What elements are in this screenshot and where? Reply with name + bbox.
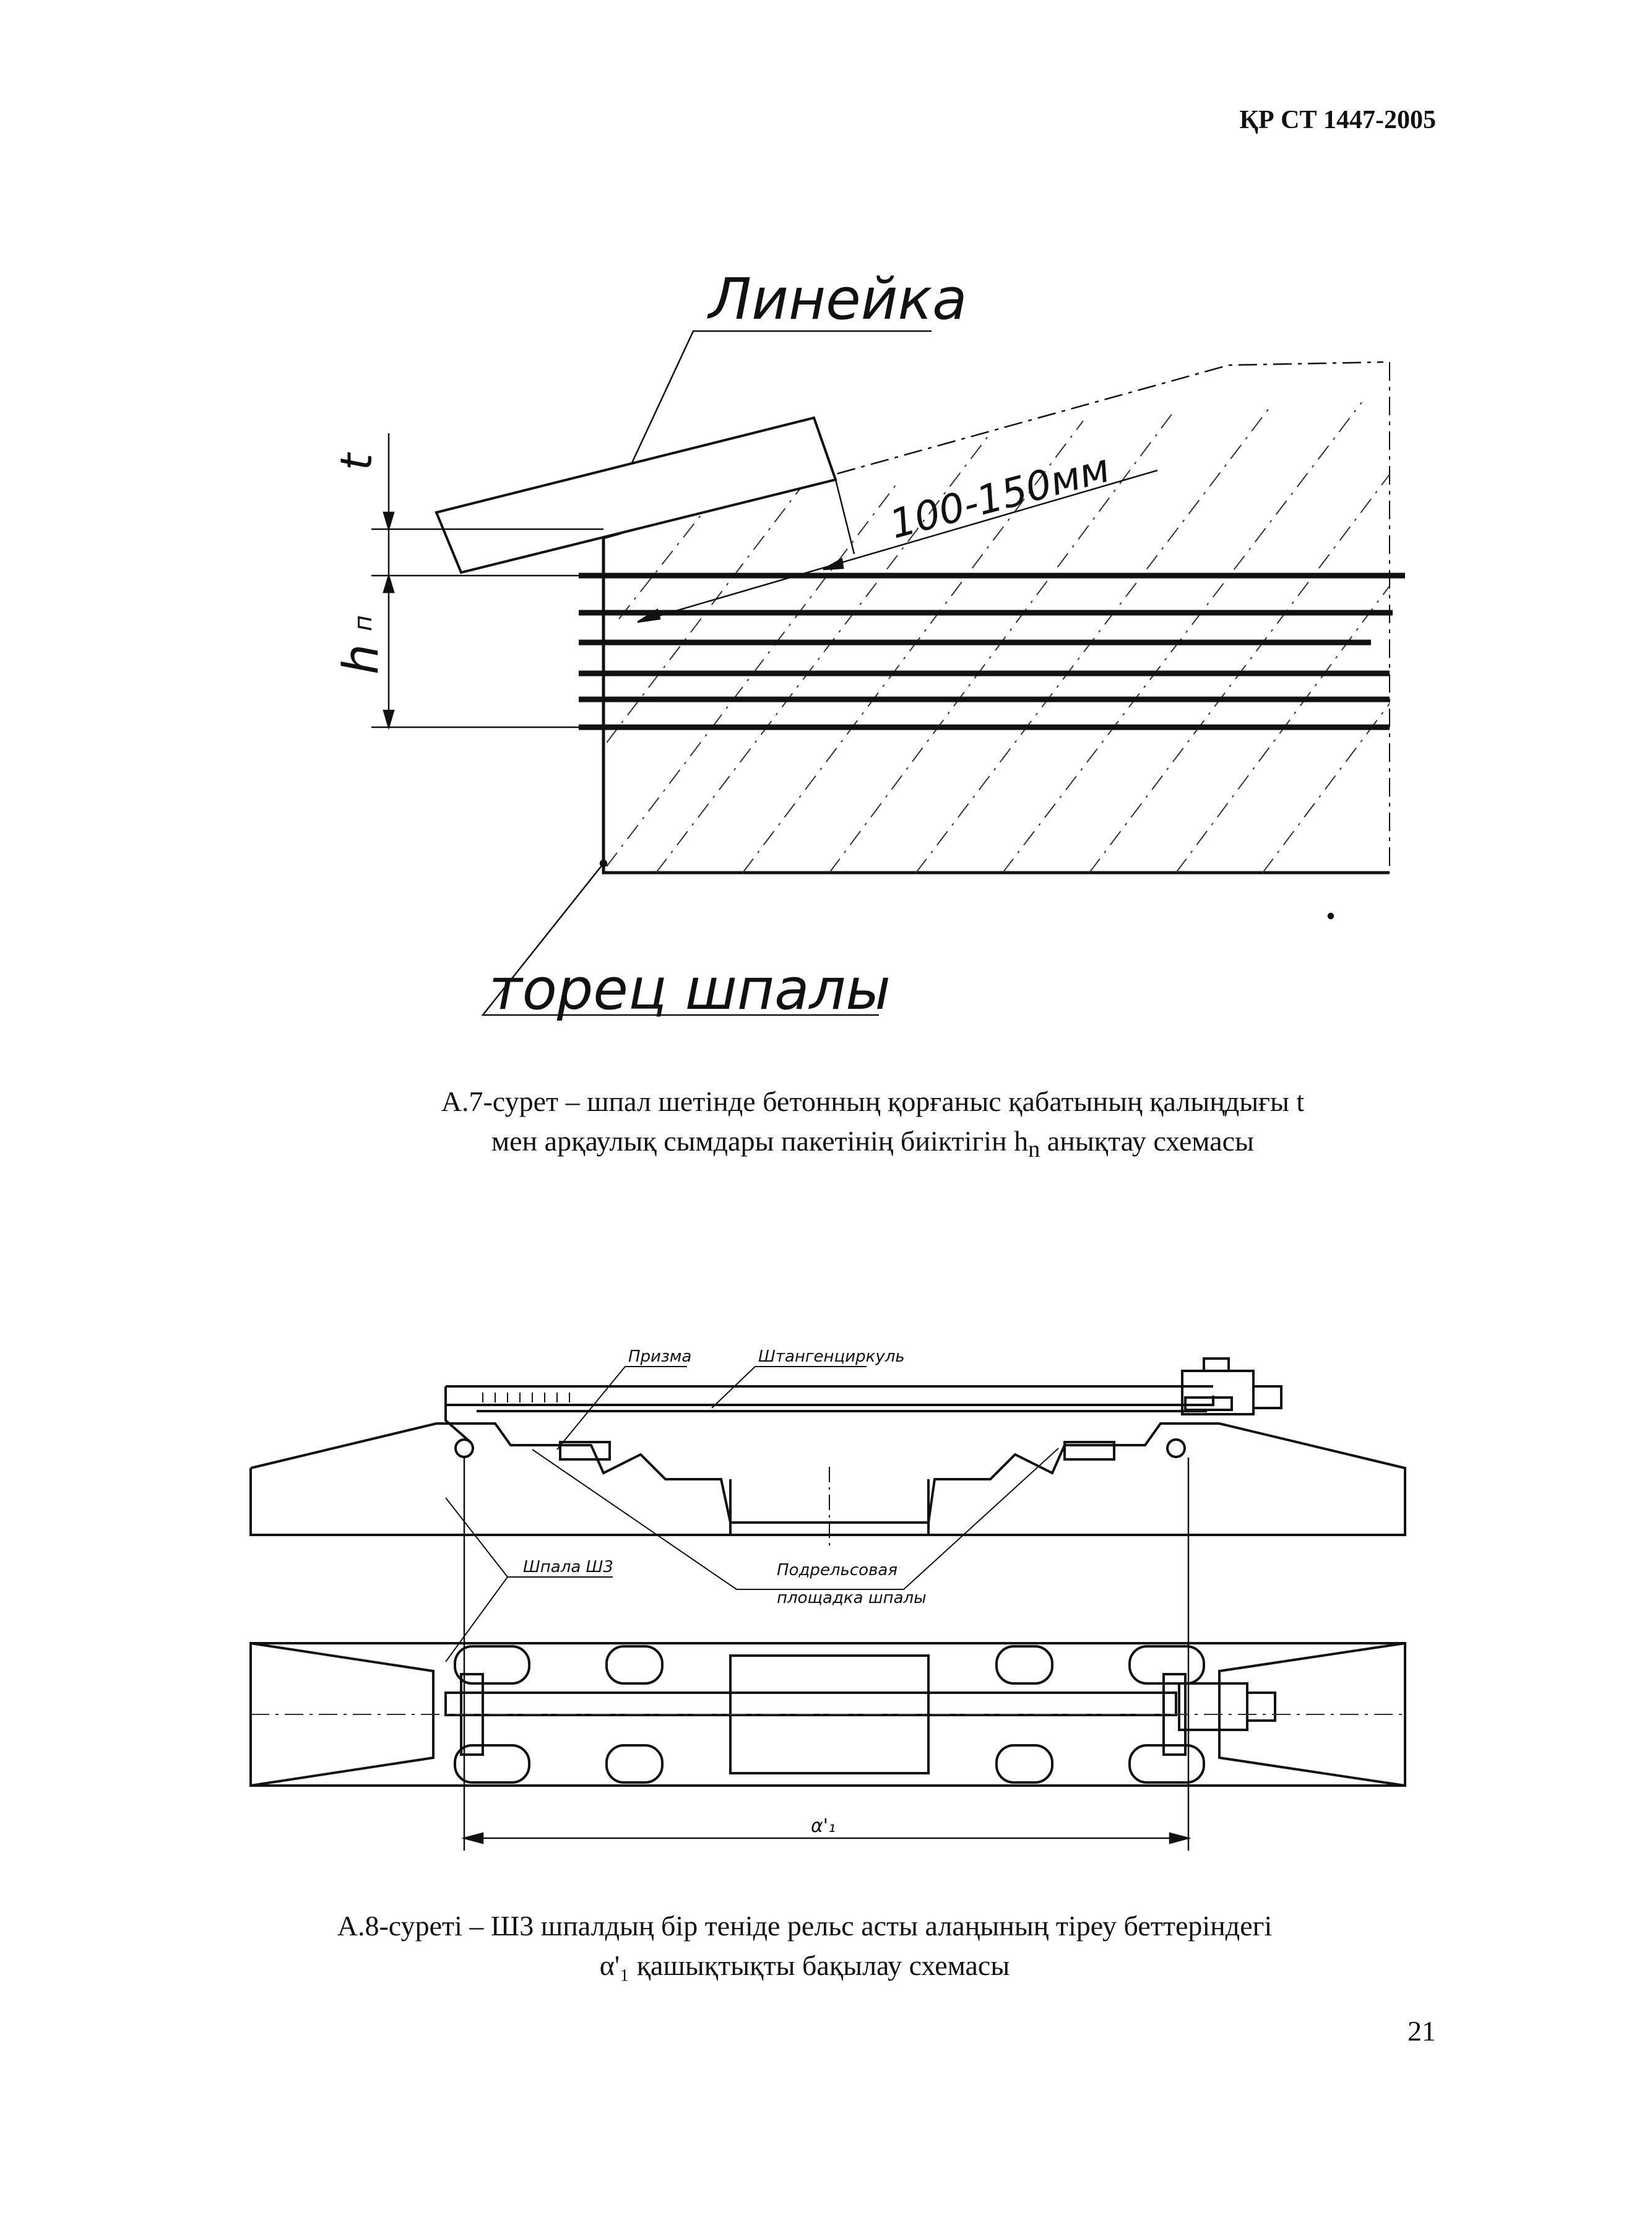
caption-a8-line2: α'₁ қашықтықты бақылау схемасы bbox=[599, 1950, 1010, 1981]
range-dimension bbox=[637, 469, 1158, 623]
a1-dimension-label: α'₁ bbox=[811, 1815, 836, 1837]
sleeper-label: Шпала Ш3 bbox=[523, 1558, 613, 1576]
page-number: 21 bbox=[1408, 2015, 1436, 2047]
a8-leader-lines bbox=[445, 1366, 1059, 1662]
caliper-label: Штангенциркуль bbox=[758, 1347, 905, 1366]
figure-a7-caption: А.7-сурет – шпал шетінде бетонның қорған… bbox=[285, 1082, 1461, 1169]
caliper-scale bbox=[482, 1393, 570, 1402]
sleeper-side-view bbox=[249, 1422, 1406, 1547]
caption-a7-line2: мен арқаулық сымдары пакетінің биіктігін… bbox=[285, 1121, 1461, 1169]
a1-dimension bbox=[461, 1458, 1191, 1851]
hn-subscript: п bbox=[349, 615, 378, 631]
ruler-label: Линейка bbox=[707, 266, 967, 332]
ruler-leader bbox=[630, 330, 932, 465]
caliper-instrument bbox=[444, 1357, 1282, 1461]
end-face-label: торец шпалы bbox=[489, 956, 891, 1022]
document-code: ҚР СТ 1447-2005 bbox=[1239, 106, 1436, 134]
caption-a7-line2-post: анықтау схемасы bbox=[1040, 1125, 1254, 1157]
end-face-leader bbox=[481, 859, 1334, 1016]
rail-seat-label-line1: Подрельсовая bbox=[777, 1561, 897, 1579]
thickness-dimensions bbox=[371, 433, 603, 730]
t-label: t bbox=[331, 452, 382, 470]
figure-a8-caption: А.8-суреті – Ш3 шпалдың бір теніде рельс… bbox=[186, 1906, 1424, 1985]
caption-a7-line2-pre: мен арқаулық сымдары пакетінің биіктігін… bbox=[491, 1125, 1029, 1157]
caption-a7-subscript: n bbox=[1028, 1136, 1040, 1163]
reinforcement-wires bbox=[579, 572, 1405, 730]
caption-a7-line1: А.7-сурет – шпал шетінде бетонның қорған… bbox=[441, 1086, 1305, 1117]
caption-a8-line1: А.8-суреті – Ш3 шпалдың бір теніде рельс… bbox=[337, 1910, 1273, 1942]
rail-seat-label-line2: площадка шпалы bbox=[777, 1589, 927, 1607]
hn-label: h bbox=[334, 644, 389, 675]
prism-label: Призма bbox=[628, 1347, 691, 1366]
figure-a7-diagram: Линейка 100-150мм t h п торец шпалы bbox=[331, 266, 1405, 1022]
